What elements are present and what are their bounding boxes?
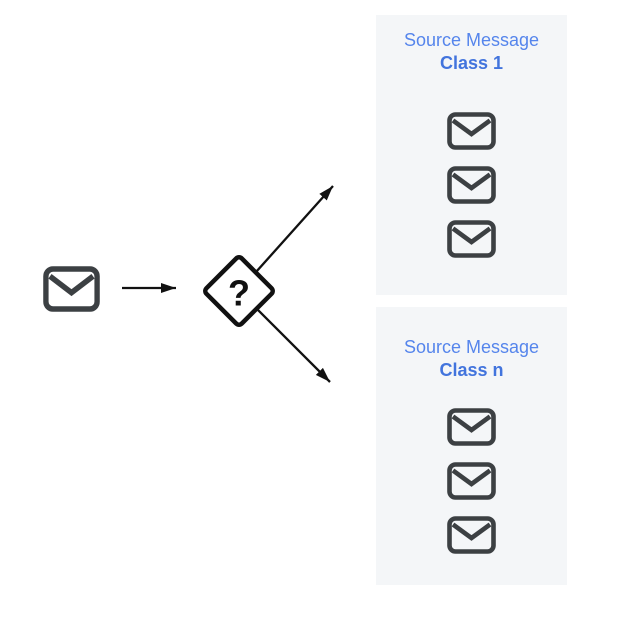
mail-icon (447, 408, 496, 446)
class-1-panel: Source Message Class 1 (376, 15, 567, 295)
panel-subtitle: Class 1 (439, 53, 504, 73)
input-mail-icon (43, 266, 100, 312)
mail-icon (447, 462, 496, 500)
mail-icon (447, 220, 496, 258)
panel-title: Source Message (403, 337, 540, 357)
class-n-mail-stack (447, 408, 496, 554)
mail-icon (447, 516, 496, 554)
class-1-mail-stack (447, 112, 496, 258)
decision-diamond: ? (203, 255, 275, 327)
question-mark: ? (228, 273, 250, 314)
class-n-panel: Source Message Class n (376, 307, 567, 585)
mail-icon (447, 166, 496, 204)
mail-icon (447, 112, 496, 150)
panel-title: Source Message (403, 30, 540, 50)
panel-subtitle: Class n (439, 360, 504, 380)
